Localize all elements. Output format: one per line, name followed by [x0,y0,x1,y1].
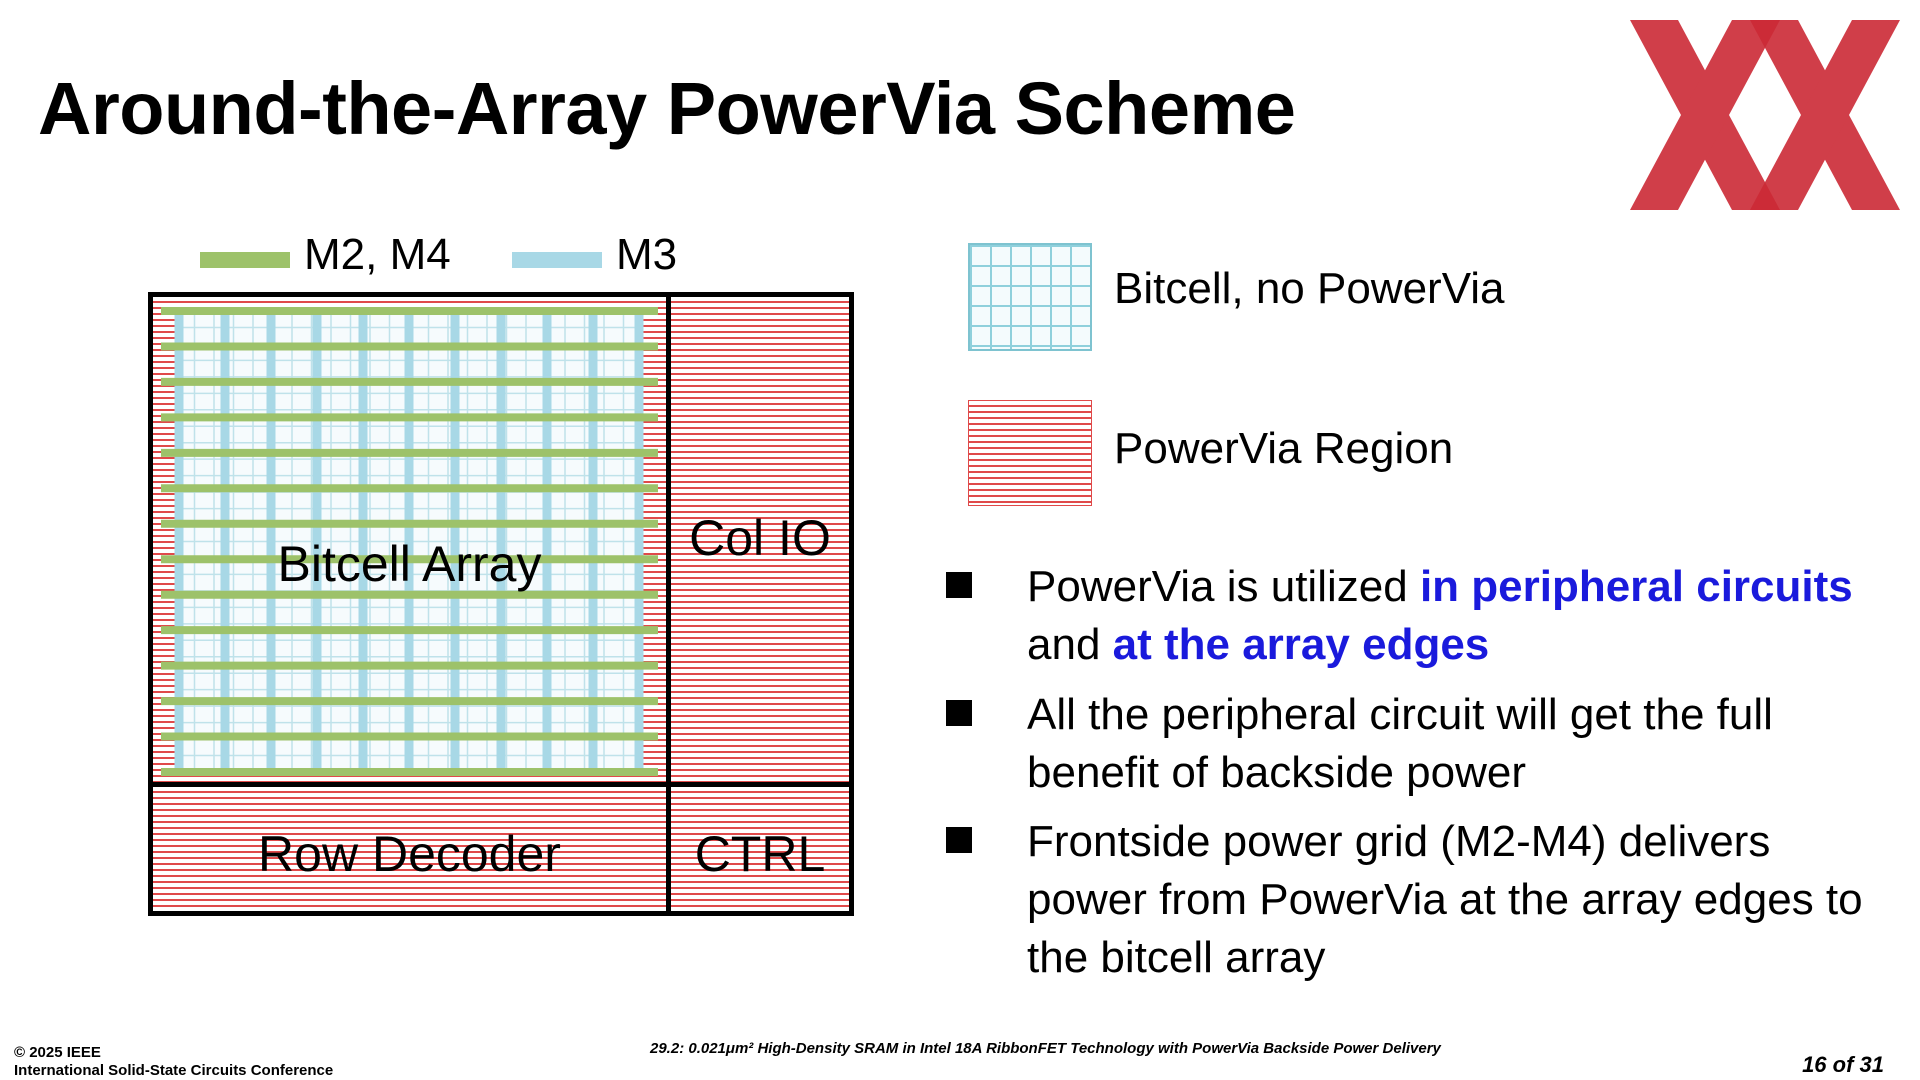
conference-logo [1630,20,1900,210]
bullet-text-segment: All the peripheral circuit will get the … [1027,690,1773,797]
bullet-text-segment: and [1027,620,1113,669]
logo-x-right [1750,20,1900,210]
m3-legend-label: M3 [616,230,678,279]
powervia-legend-label: PowerVia Region [1114,424,1454,473]
powervia-legend-swatch [968,400,1092,506]
col-io-label: Col IO [689,510,831,566]
ctrl-block: CTRL [666,782,854,916]
row-decoder-label: Row Decoder [258,826,561,882]
bullet-2: All the peripheral circuit will get the … [1027,686,1887,802]
bullet-3: Frontside power grid (M2-M4) delivers po… [1027,813,1887,987]
slide-title: Around-the-Array PowerVia Scheme [38,67,1296,150]
col-io-block: Col IO [666,292,854,787]
copyright-text: © 2025 IEEE [14,1044,101,1061]
bitcell-legend-swatch [968,243,1092,351]
bullet-highlight-text: in peripheral circuits [1419,562,1853,611]
bullet-marker-1 [946,572,972,598]
bullet-highlight-text: at the array edges [1112,620,1490,669]
bullet-marker-2 [946,700,972,726]
conference-name: International Solid-State Circuits Confe… [14,1062,334,1079]
m2-m4-line-swatch [200,252,290,268]
bitcell-array-block: Bitcell Array [148,292,671,787]
logo-x-left [1630,20,1780,210]
ctrl-label: CTRL [694,826,826,882]
bitcell-array-label: Bitcell Array [277,536,542,592]
bitcell-legend-label: Bitcell, no PowerVia [1114,264,1505,313]
m2-m4-legend-label: M2, M4 [304,230,451,279]
bullet-text-segment: Frontside power grid (M2-M4) delivers po… [1027,817,1863,982]
bitcell-grid [161,307,658,776]
m3-line-swatch [512,252,602,268]
page-number: 16 of 31 [1802,1052,1884,1077]
bullet-text-segment: PowerVia is utilized [1027,562,1420,611]
bullet-marker-3 [946,827,972,853]
row-decoder-block: Row Decoder [148,782,671,916]
paper-title: 29.2: 0.021μm² High-Density SRAM in Inte… [650,1040,1441,1057]
bullet-1: PowerVia is utilized in peripheral circu… [1027,558,1887,674]
footer-left: © 2025 IEEE International Solid-State Ci… [14,1044,333,1080]
